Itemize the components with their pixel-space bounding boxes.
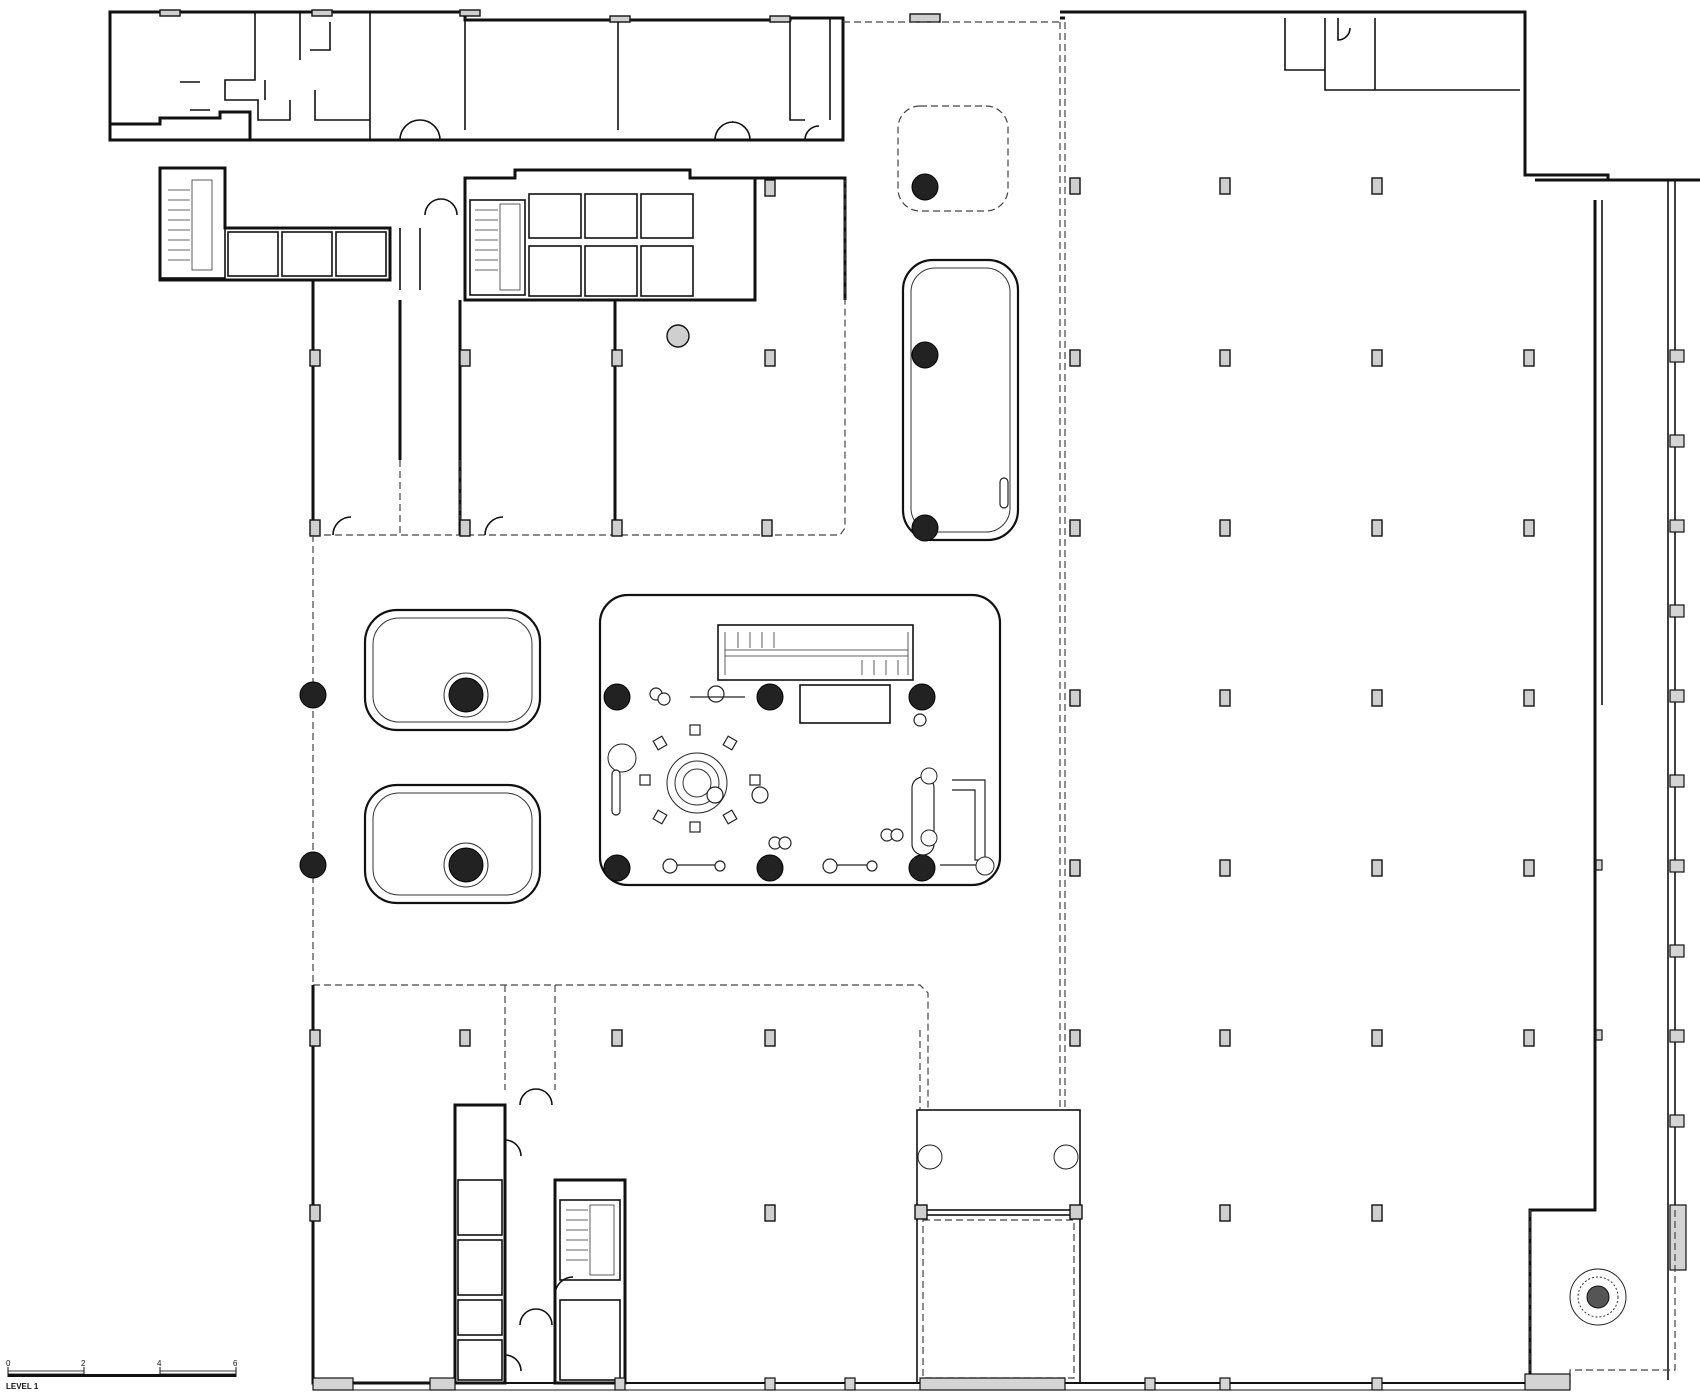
scale-tick-label: 0 [6,1359,11,1368]
seating-pod [363,608,542,732]
south-block [309,985,1083,1385]
arcade-atrium [299,22,1066,1110]
escalator [717,624,914,681]
elevator-car [335,231,387,277]
entrance-vestibule [916,1109,1081,1211]
planter [666,752,728,814]
level-label: LEVEL 1 [6,1382,39,1391]
west-core [158,166,458,290]
east-hall [1060,10,1700,1384]
center-core [463,168,847,302]
elevator-car [281,231,333,277]
north-service-block [108,9,941,142]
seating-pod [901,258,1020,542]
scale-tick-label: 6 [233,1359,238,1368]
seating-pod [363,783,542,905]
elevator-car [227,231,279,277]
south-facade [312,1373,1571,1391]
scale-tick-label: 2 [81,1359,86,1368]
scale-bar: 0 2 4 6 LEVEL 1 [6,1359,238,1391]
kiosk-outline [897,105,1009,212]
west-shops [309,179,846,537]
scale-tick-label: 4 [157,1359,162,1368]
